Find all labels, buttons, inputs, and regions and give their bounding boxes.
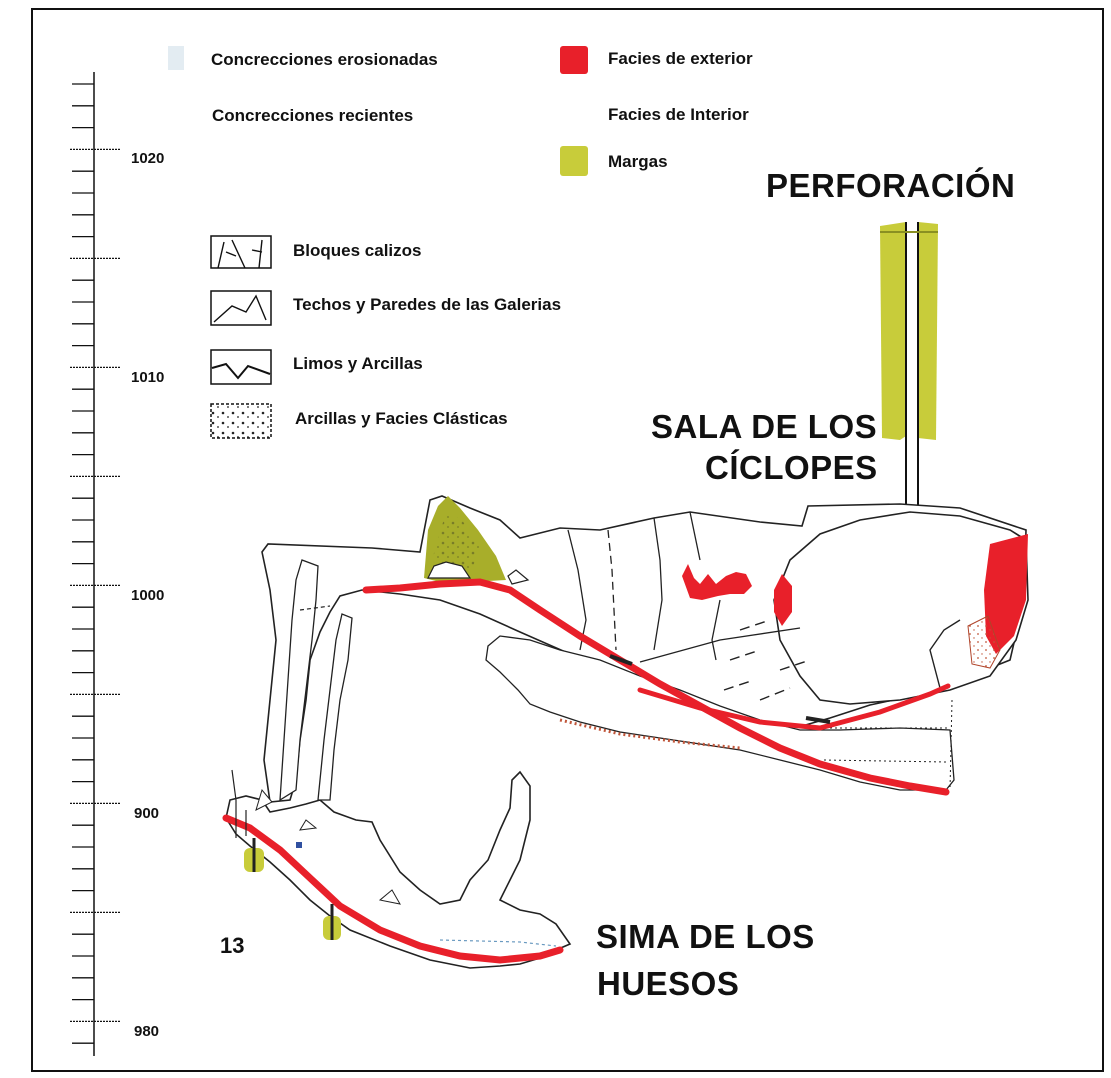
- sima-huesos-section: [222, 769, 572, 969]
- elevation-scale: [70, 72, 120, 1056]
- symbol-arcillas-icon: [210, 403, 272, 439]
- scale-label-980: 980: [134, 1023, 159, 1040]
- legend-bloques: Bloques calizos: [293, 241, 421, 260]
- legend-margas: Margas: [608, 152, 668, 171]
- swatch-exterior: [560, 46, 588, 74]
- scale-label-1020: 1020: [131, 150, 164, 167]
- borehole: [880, 222, 938, 508]
- label-sima-line1: SIMA DE LOS: [596, 918, 815, 955]
- swatch-erosionadas: [168, 46, 184, 70]
- scale-label-1000: 1000: [131, 587, 164, 604]
- figure-number: 13: [220, 933, 244, 958]
- swatch-margas: [560, 146, 588, 176]
- legend-recientes: Concrecciones recientes: [212, 106, 413, 125]
- figure-frame: [31, 8, 1104, 1072]
- scale-label-900: 900: [134, 805, 159, 822]
- label-perforacion: PERFORACIÓN: [766, 167, 1015, 204]
- connecting-shafts: [279, 559, 353, 802]
- label-ciclopes-line2: CÍCLOPES: [705, 449, 878, 486]
- legend-arcillas: Arcillas y Facies Clásticas: [295, 409, 508, 428]
- legend-erosionadas: Concrecciones erosionadas: [211, 50, 438, 69]
- legend-limos: Limos y Arcillas: [293, 354, 423, 373]
- symbol-bloques-icon: [210, 235, 272, 269]
- legend-interior: Facies de Interior: [608, 105, 749, 124]
- label-ciclopes-line1: SALA DE LOS: [651, 408, 877, 445]
- sala-ciclopes-section: [261, 495, 1029, 803]
- symbol-limos-icon: [210, 349, 272, 385]
- scale-label-1010: 1010: [131, 369, 164, 386]
- label-sima-line2: HUESOS: [597, 965, 739, 1002]
- legend-techos: Techos y Paredes de las Galerias: [293, 295, 561, 314]
- symbol-techos-icon: [210, 290, 272, 326]
- legend-exterior: Facies de exterior: [608, 49, 753, 68]
